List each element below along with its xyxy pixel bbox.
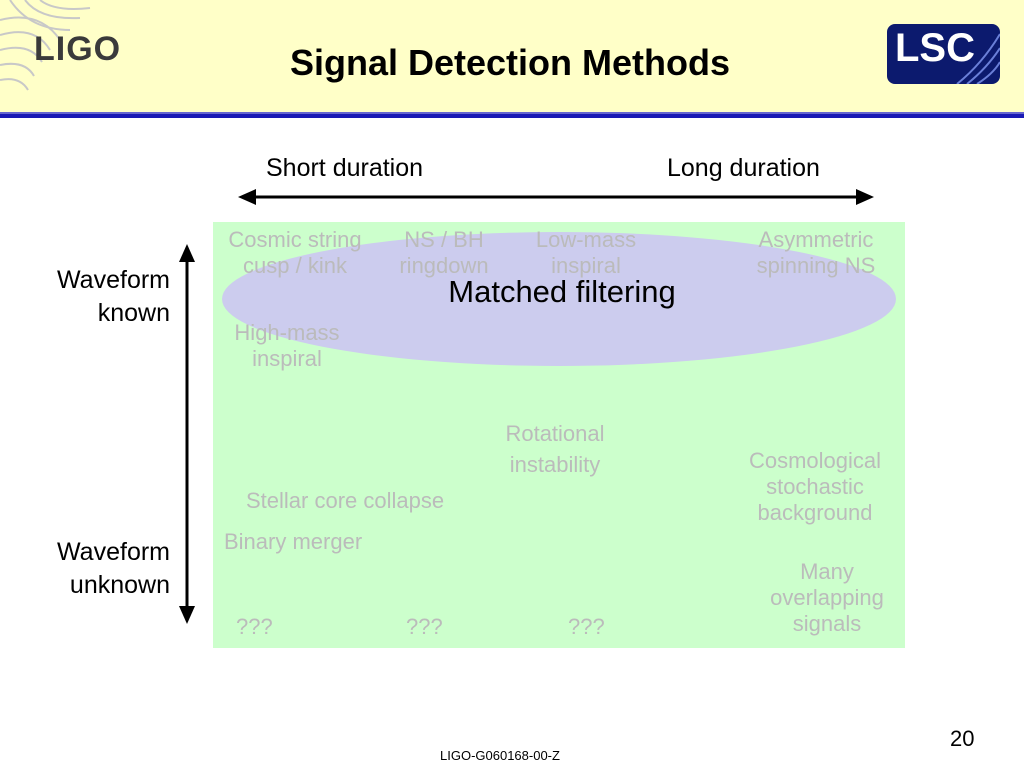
source-many-overlapping: Many overlapping signals — [770, 559, 884, 636]
waveform-known-label: Waveform known — [57, 266, 170, 327]
ligo-logo: LIGO — [34, 30, 122, 68]
lsc-logo: LSC — [887, 24, 1000, 84]
ligo-swirl-icon — [0, 0, 91, 91]
waveform-unknown-label: Waveform unknown — [57, 538, 170, 599]
lsc-swirl-icon — [956, 33, 1000, 84]
matched-filtering-label: Matched filtering — [448, 274, 676, 309]
source-cosmological-background: Cosmological stochastic background — [748, 448, 882, 525]
source-stellar-core-collapse: Stellar core collapse — [246, 488, 445, 513]
lsc-logo-text: LSC — [895, 26, 975, 70]
source-binary-merger: Binary merger — [224, 529, 363, 554]
unknown-source-2: ??? — [406, 614, 443, 639]
long-duration-label: Long duration — [667, 154, 820, 182]
matched-filtering-region — [222, 232, 896, 366]
unknown-source-3: ??? — [568, 614, 605, 639]
page-number: 20 — [950, 726, 975, 751]
slide-header — [0, 0, 1024, 118]
short-duration-label: Short duration — [266, 154, 424, 182]
unknown-source-1: ??? — [236, 614, 273, 639]
page-title: Signal Detection Methods — [289, 42, 731, 83]
document-code: LIGO-G060168-00-Z — [440, 748, 560, 763]
header-rule — [0, 112, 1024, 114]
